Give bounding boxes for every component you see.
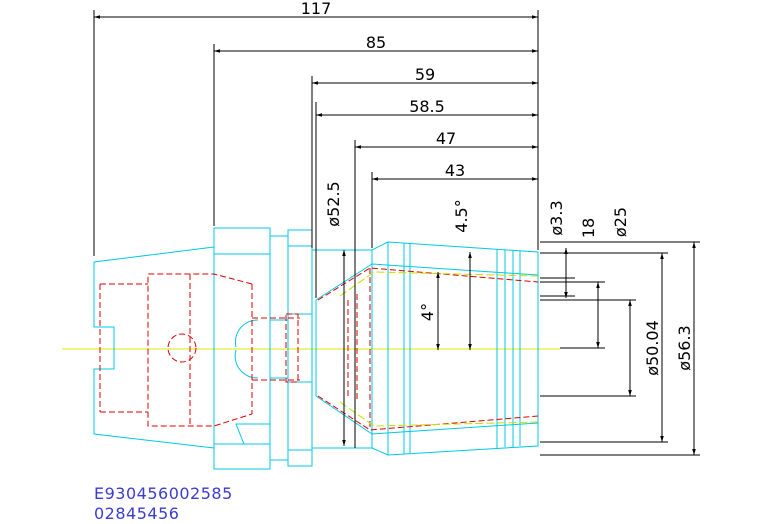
dim-angle-4: 4° (418, 303, 437, 321)
dim-18: 18 (579, 218, 598, 238)
dim-85: 85 (366, 33, 386, 52)
dim-dia-25: ø25 (611, 207, 630, 237)
dim-dia-3-3: ø3.3 (547, 200, 566, 235)
dim-dia-52-5: ø52.5 (324, 181, 343, 226)
dim-59: 59 (415, 65, 435, 84)
dim-dia-56-3: ø56.3 (675, 325, 694, 370)
dim-43: 43 (445, 161, 465, 180)
dimension-lines (93, 10, 700, 456)
part-code-line-2: 02845456 (94, 504, 180, 523)
dim-117: 117 (301, 0, 332, 18)
dim-angle-4-5: 4.5° (452, 199, 471, 232)
hidden-lines (99, 267, 539, 431)
dim-47: 47 (436, 129, 456, 148)
slot-lines (339, 271, 539, 427)
part-codes: E930456002585 02845456 (94, 484, 233, 524)
dim-58-5: 58.5 (409, 97, 445, 116)
dim-dia-50-04: ø50.04 (643, 320, 662, 376)
holder-outline (93, 227, 539, 470)
part-code-line-1: E930456002585 (94, 484, 233, 503)
